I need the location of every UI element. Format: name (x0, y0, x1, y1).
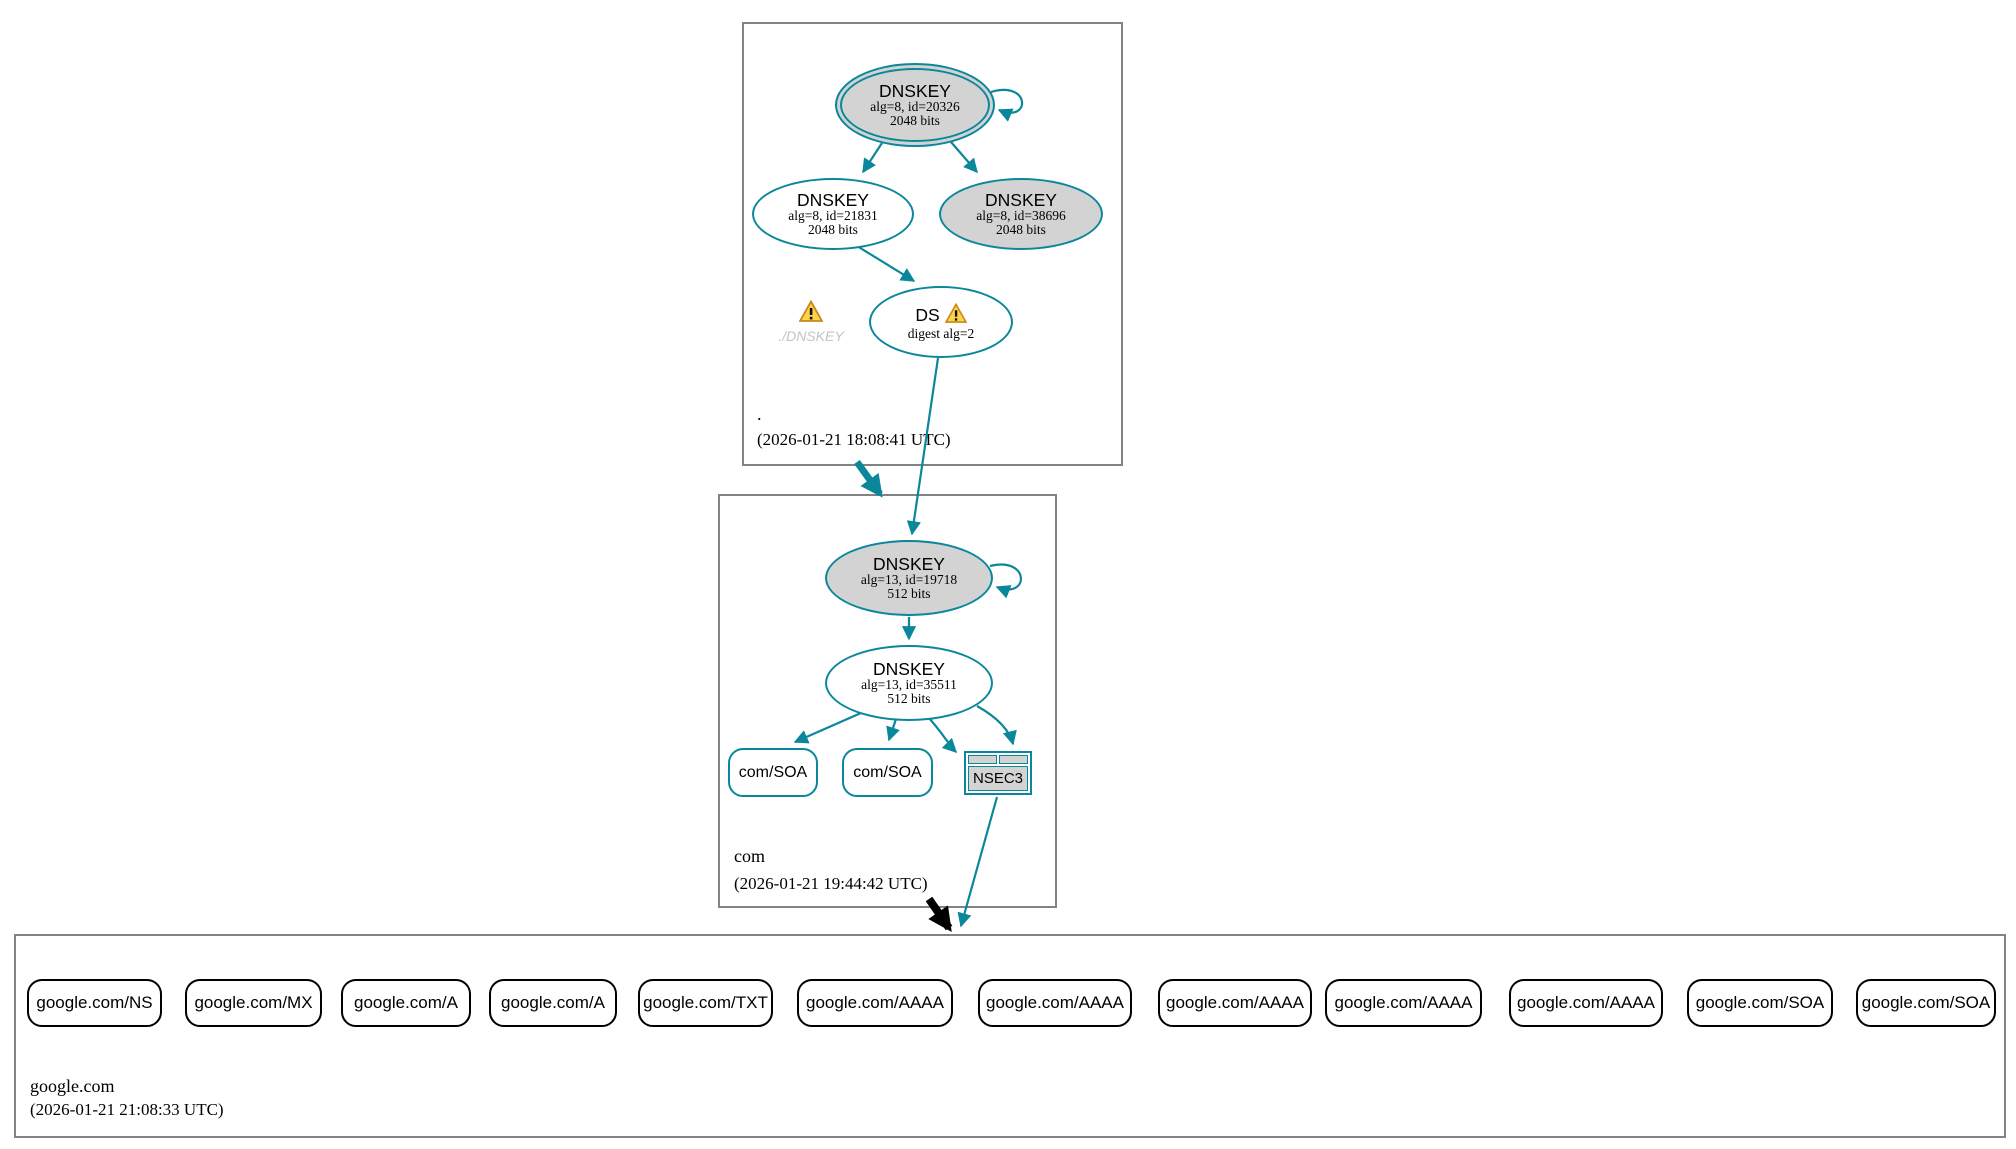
zone-name-com: com (734, 846, 765, 866)
rrset-label: google.com/NS (36, 993, 153, 1012)
dnskey-node-root-zsk21831[interactable]: DNSKEY alg=8, id=21831 2048 bits (752, 178, 914, 250)
warning-icon (944, 302, 968, 328)
rrset-node-google-soa-2[interactable]: google.com/SOA (1856, 979, 1996, 1027)
rrset-label: google.com/AAAA (986, 993, 1124, 1012)
zone-timestamp-root: (2026-01-21 18:08:41 UTC) (757, 430, 951, 449)
rrset-node-google-a-1[interactable]: google.com/A (341, 979, 471, 1027)
ds-title: DS (915, 304, 940, 325)
nsec3-label: NSEC3 (968, 766, 1028, 791)
ghost-dnskey-node: ./DNSKEY (766, 299, 856, 344)
rrset-label: com/SOA (853, 763, 922, 781)
rrset-label: google.com/SOA (1695, 993, 1825, 1012)
dnskey-bits: 512 bits (887, 586, 931, 602)
dnskey-alg-id: alg=8, id=38696 (976, 208, 1066, 224)
dnskey-title: DNSKEY (797, 189, 869, 210)
dnskey-title: DNSKEY (985, 189, 1057, 210)
rrset-node-google-aaaa-1[interactable]: google.com/AAAA (797, 979, 953, 1027)
rrset-label: google.com/AAAA (1517, 993, 1655, 1012)
dnskey-bits: 2048 bits (890, 113, 940, 129)
dnskey-alg-id: alg=13, id=35511 (861, 677, 957, 693)
dnskey-title: DNSKEY (879, 80, 951, 101)
dnskey-alg-id: alg=13, id=19718 (860, 572, 958, 588)
dnskey-title: DNSKEY (873, 658, 945, 679)
edge-ds-to-com-ksk (906, 357, 940, 536)
dnskey-title: DNSKEY (873, 553, 945, 574)
zone-box-com (718, 494, 1057, 908)
zone-name-root: . (757, 404, 762, 424)
dnskey-alg-id: alg=8, id=20326 (870, 99, 960, 115)
edge-com-zsk-to-nsec3-left (926, 715, 958, 754)
edge-root-ksk-to-zsk38696 (950, 141, 978, 174)
rrset-node-google-mx[interactable]: google.com/MX (185, 979, 322, 1027)
rrset-label: google.com/SOA (1861, 993, 1991, 1012)
rrset-node-google-aaaa-3[interactable]: google.com/AAAA (1158, 979, 1312, 1027)
ds-node-com[interactable]: DS digest alg=2 (869, 286, 1013, 358)
dnskey-bits: 512 bits (887, 691, 931, 707)
dnskey-node-com-zsk[interactable]: DNSKEY alg=13, id=35511 512 bits (825, 645, 993, 721)
rrset-label: com/SOA (738, 763, 808, 781)
edge-com-zsk-to-nsec3-right (976, 705, 1017, 746)
dnskey-bits: 2048 bits (996, 222, 1046, 238)
edge-zsk21831-to-ds (856, 245, 916, 282)
dnskey-alg-id: alg=8, id=21831 (788, 208, 878, 224)
rrset-node-google-txt[interactable]: google.com/TXT (638, 979, 773, 1027)
rrset-label: google.com/AAAA (1166, 993, 1304, 1012)
rrset-node-google-aaaa-4[interactable]: google.com/AAAA (1325, 979, 1482, 1027)
rrset-node-google-aaaa-2[interactable]: google.com/AAAA (978, 979, 1132, 1027)
edge-delegation-root-to-com (854, 459, 883, 498)
rrset-label: google.com/AAAA (1334, 993, 1473, 1012)
zone-timestamp-com: (2026-01-21 19:44:42 UTC) (734, 874, 928, 893)
edge-com-ksk-self-loop (989, 563, 1022, 599)
edge-com-zsk-to-soa1 (793, 711, 862, 744)
nsec3-header-cells (968, 755, 1028, 764)
rrset-node-google-aaaa-5[interactable]: google.com/AAAA (1509, 979, 1663, 1027)
edge-nsec3-to-google-zone (957, 796, 999, 928)
rrset-label: google.com/A (501, 993, 605, 1012)
rrset-node-google-a-2[interactable]: google.com/A (489, 979, 617, 1027)
zone-box-root (742, 22, 1123, 466)
edge-delegation-com-to-google (925, 896, 953, 932)
rrset-label: google.com/MX (194, 993, 313, 1012)
rrset-node-com-soa-1[interactable]: com/SOA (728, 748, 818, 797)
nsec3-cell (999, 755, 1028, 764)
warning-icon (798, 299, 824, 327)
edge-com-zsk-to-soa2 (886, 718, 900, 742)
nsec3-node[interactable]: NSEC3 (964, 751, 1032, 795)
zone-name-google-com: google.com (30, 1076, 115, 1096)
dnskey-node-root-zsk38696[interactable]: DNSKEY alg=8, id=38696 2048 bits (939, 178, 1103, 250)
dnskey-node-com-ksk[interactable]: DNSKEY alg=13, id=19718 512 bits (825, 540, 993, 616)
ds-digest: digest alg=2 (907, 326, 975, 342)
rrset-label: google.com/AAAA (806, 993, 944, 1012)
edge-root-ksk-to-zsk21831 (862, 142, 883, 174)
rrset-label: google.com/TXT (643, 993, 768, 1012)
dnskey-node-root-ksk[interactable]: DNSKEY alg=8, id=20326 2048 bits (835, 63, 995, 147)
rrset-node-google-soa-1[interactable]: google.com/SOA (1687, 979, 1833, 1027)
edge-root-ksk-self-loop (990, 88, 1024, 122)
rrset-node-com-soa-2[interactable]: com/SOA (842, 748, 933, 797)
nsec3-cell (968, 755, 997, 764)
zone-timestamp-google-com: (2026-01-21 21:08:33 UTC) (30, 1100, 224, 1119)
zone-box-google-com (14, 934, 2006, 1138)
ghost-dnskey-label: ./DNSKEY (778, 328, 844, 344)
rrset-node-google-ns[interactable]: google.com/NS (27, 979, 162, 1027)
dnskey-bits: 2048 bits (808, 222, 858, 238)
rrset-label: google.com/A (354, 993, 458, 1012)
